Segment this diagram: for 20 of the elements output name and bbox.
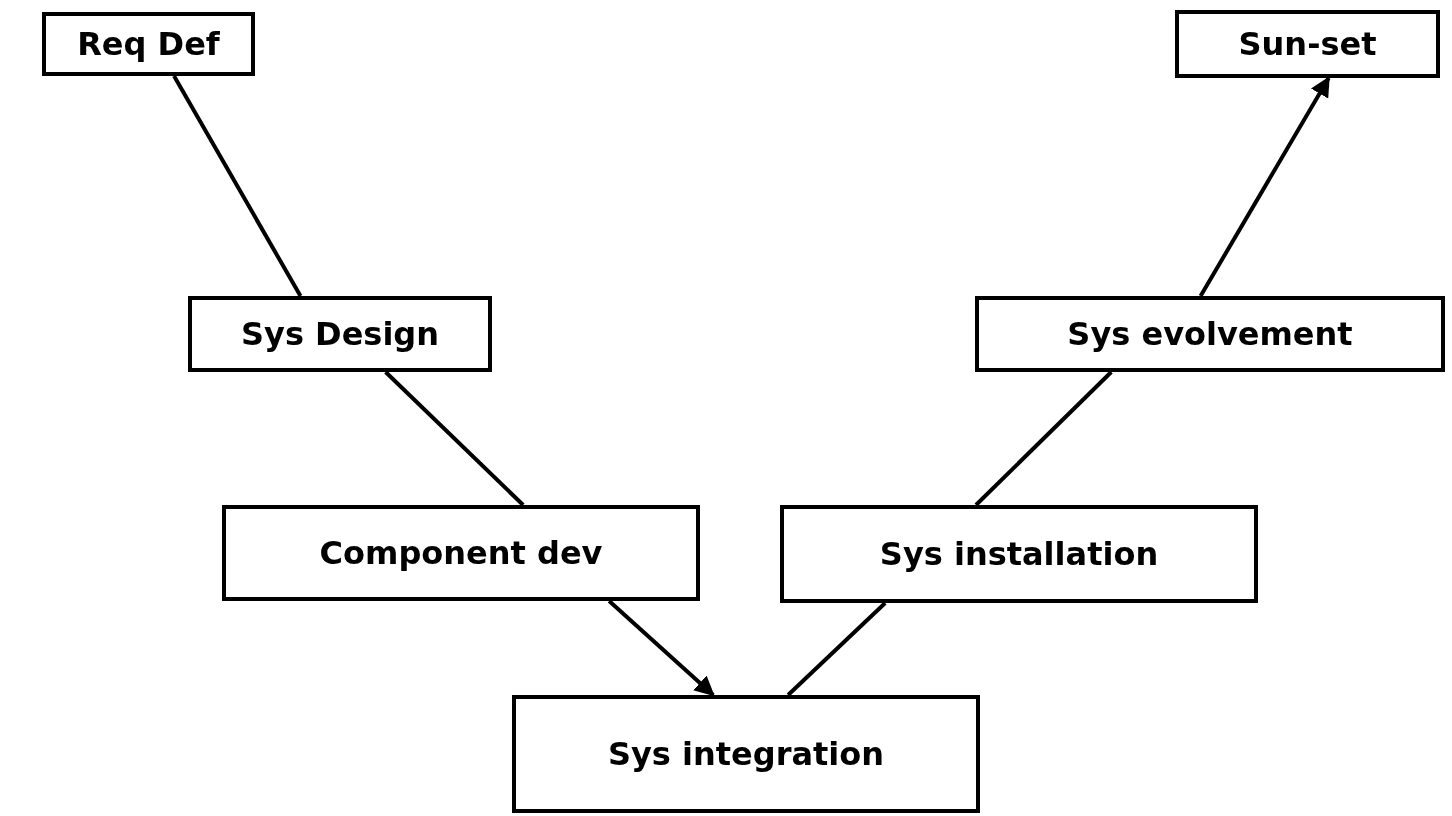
box-label: Sys Design [240, 315, 440, 353]
connector-line [974, 370, 1113, 507]
process-box [222, 505, 700, 601]
box-label: Req Def [77, 25, 220, 63]
connector-line [172, 75, 303, 297]
process-box [512, 695, 980, 813]
process-box [975, 296, 1445, 372]
box-label: Component dev [319, 534, 603, 572]
connector-line [607, 599, 715, 697]
process-box [42, 12, 255, 76]
box-label: Sun-set [1238, 25, 1377, 63]
connector-line [384, 370, 525, 507]
process-box [188, 296, 492, 372]
box-label: Sys integration [607, 735, 885, 773]
box-label: Sys installation [879, 535, 1159, 573]
process-box [1175, 10, 1440, 78]
connector-line [1198, 76, 1331, 297]
connector-line [786, 601, 887, 697]
process-box [780, 505, 1258, 603]
box-label: Sys evolvement [1067, 315, 1353, 353]
